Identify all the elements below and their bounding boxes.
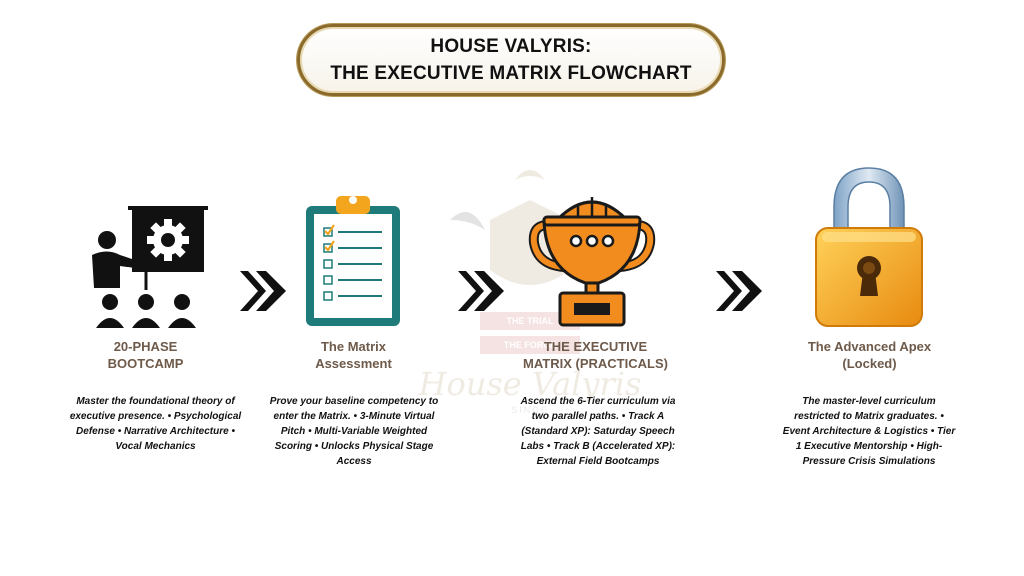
trophy-icon — [528, 185, 656, 335]
title-line-2: THE EXECUTIVE MATRIX FLOWCHART — [330, 63, 692, 84]
presentation-icon — [80, 200, 215, 335]
step-3-title: THE EXECUTIVE MATRIX (PRACTICALS) — [508, 338, 683, 372]
watermark-script: House Valyris — [418, 365, 642, 403]
step-2-title: The Matrix Assessment — [266, 338, 441, 372]
step-3-description: Ascend the 6-Tier curriculum via two par… — [520, 396, 676, 467]
title-banner: HOUSE VALYRIS: THE EXECUTIVE MATRIX FLOW… — [297, 24, 725, 96]
clipboard-checklist-icon — [300, 190, 406, 335]
watermark-band-1: THE TRIAL — [480, 312, 580, 330]
watermark-band-2: THE FORGE — [480, 336, 580, 354]
step-4-title-line-1: The Advanced Apex — [807, 339, 932, 354]
step-4-title-line-2: (Locked) — [842, 356, 897, 371]
watermark-since: SINCE — [511, 405, 549, 415]
step-1-title-line-1: 20-PHASE — [113, 339, 178, 354]
step-1-title: 20-PHASE BOOTCAMP — [58, 338, 233, 372]
step-1-description: Master the foundational theory of execut… — [69, 396, 242, 452]
title-line-1: HOUSE VALYRIS: — [430, 36, 592, 57]
step-4-description: The master-level curriculum restricted t… — [782, 396, 956, 467]
step-2-title-line-1: The Matrix — [320, 339, 386, 354]
step-3-title-line-1: THE EXECUTIVE — [543, 339, 648, 354]
step-3-title-line-2: MATRIX (PRACTICALS) — [523, 356, 668, 371]
step-1-title-line-2: BOOTCAMP — [107, 356, 184, 371]
step-2-title-line-2: Assessment — [315, 356, 392, 371]
chevron-right-icon — [238, 265, 290, 322]
step-4-title: The Advanced Apex (Locked) — [782, 338, 957, 372]
padlock-icon — [810, 162, 928, 337]
chevron-right-icon — [456, 265, 508, 322]
step-2-description: Prove your baseline competency to enter … — [269, 396, 439, 467]
chevron-right-icon — [714, 265, 766, 322]
